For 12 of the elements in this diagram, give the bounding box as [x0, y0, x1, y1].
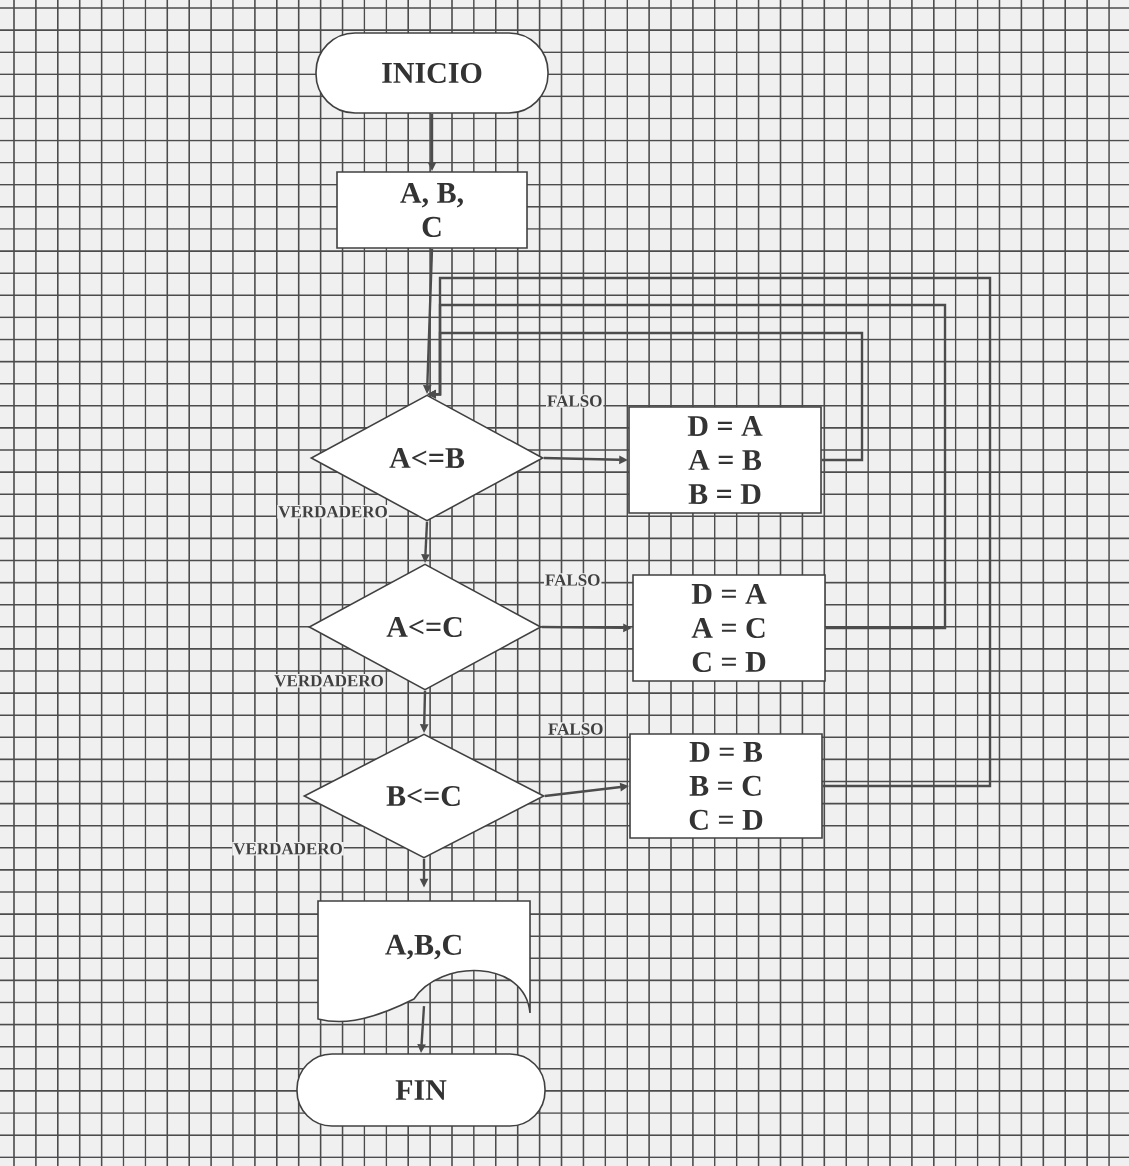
- terminal-box: INICIO: [315, 32, 549, 114]
- process-box: D = A A = C C = D: [632, 574, 826, 682]
- edge-label: VERDADERO: [232, 842, 344, 856]
- edge-label: VERDADERO: [277, 505, 389, 519]
- process-box: A, B, C: [336, 171, 528, 249]
- process-box: D = B B = C C = D: [629, 733, 823, 839]
- edge-label: FALSO: [546, 394, 604, 408]
- terminal-box: FIN: [296, 1053, 546, 1127]
- edge-label: VERDADERO: [273, 674, 385, 688]
- edge-label: FALSO: [547, 722, 605, 736]
- process-box: D = A A = B B = D: [628, 406, 822, 514]
- edge-label: FALSO: [544, 573, 602, 587]
